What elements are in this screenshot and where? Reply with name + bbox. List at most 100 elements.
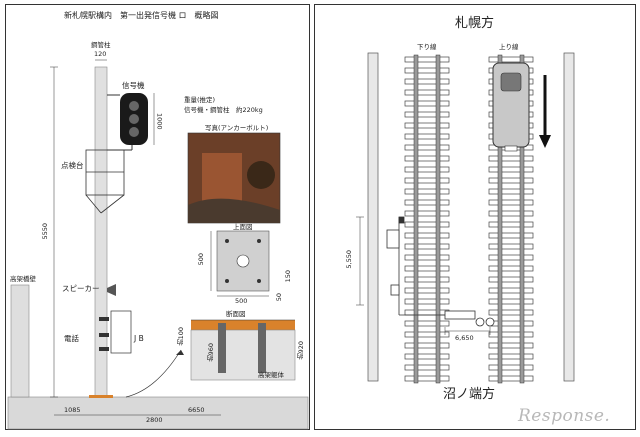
top-view-width-dim: 500 bbox=[235, 297, 248, 305]
sleeper bbox=[404, 155, 450, 162]
speaker-label: スピーカー bbox=[62, 284, 100, 293]
sleeper bbox=[404, 331, 450, 338]
sleeper bbox=[404, 56, 450, 63]
top-view-height-dim: 500 bbox=[197, 253, 205, 266]
wall-label: 高架橋壁 bbox=[10, 275, 36, 283]
train-car bbox=[492, 62, 530, 152]
dim-2800: 2800 bbox=[146, 416, 163, 424]
rail bbox=[519, 54, 525, 384]
down-track-label: 下り線 bbox=[417, 43, 437, 51]
platform-label: 点検台 bbox=[61, 161, 84, 170]
sleeper bbox=[404, 342, 450, 349]
response-watermark: Response. bbox=[518, 406, 611, 426]
viaduct-ground bbox=[7, 396, 309, 430]
sleeper bbox=[404, 67, 450, 74]
rail bbox=[497, 54, 503, 384]
sleeper bbox=[404, 364, 450, 371]
inspection-platform bbox=[85, 149, 125, 214]
section-960-dim: 約960 bbox=[207, 343, 215, 362]
sleeper bbox=[404, 320, 450, 327]
weight-title: 重量(推定) bbox=[184, 96, 216, 104]
right-diagram-panel: 札幌方 下り線 上り線 5,550 6,650 沼ノ端方 bbox=[314, 4, 636, 430]
section-920-dim: 約920 bbox=[297, 341, 305, 360]
sleeper bbox=[488, 232, 534, 239]
sleeper bbox=[404, 133, 450, 140]
sleeper bbox=[404, 243, 450, 250]
top-view-label: 上面図 bbox=[233, 223, 253, 231]
sleeper bbox=[404, 232, 450, 239]
vertical-dimension: 5,550 bbox=[345, 250, 353, 269]
sleeper bbox=[404, 254, 450, 261]
sleeper bbox=[488, 177, 534, 184]
sleeper bbox=[488, 276, 534, 283]
signal-lamp bbox=[129, 101, 139, 111]
sleeper bbox=[404, 177, 450, 184]
sleeper bbox=[404, 111, 450, 118]
rail bbox=[435, 54, 441, 384]
sleeper bbox=[404, 78, 450, 85]
sleeper bbox=[488, 210, 534, 217]
sleeper bbox=[404, 122, 450, 129]
sleeper bbox=[404, 210, 450, 217]
sleeper bbox=[488, 309, 534, 316]
sleeper bbox=[404, 188, 450, 195]
signal-label: 信号機 bbox=[122, 81, 145, 90]
sleeper bbox=[488, 353, 534, 360]
sleeper bbox=[488, 56, 534, 63]
left-diagram-panel: 新札幌駅構内 第一出発信号機 ロ 概略図 鋼管柱 120 信号機 1000 重量… bbox=[5, 4, 310, 430]
sleeper bbox=[404, 199, 450, 206]
sleeper bbox=[404, 309, 450, 316]
viaduct-wall bbox=[10, 284, 30, 398]
sleeper bbox=[404, 265, 450, 272]
sleeper bbox=[488, 155, 534, 162]
section-100-dim: 約100 bbox=[177, 327, 185, 346]
left-diagram-drawing bbox=[7, 59, 309, 430]
sleeper bbox=[404, 89, 450, 96]
phone-box bbox=[110, 310, 132, 354]
speaker-unit bbox=[107, 284, 116, 296]
pole-height-dim: 5550 bbox=[41, 223, 49, 240]
diagram-title: 新札幌駅構内 第一出発信号機 ロ 概略図 bbox=[64, 11, 219, 20]
weight-value: 信号機・鋼管柱 約220kg bbox=[184, 106, 263, 114]
sleeper bbox=[488, 298, 534, 305]
down-track bbox=[404, 54, 450, 384]
sleeper bbox=[488, 199, 534, 206]
signal-symbol bbox=[386, 216, 495, 327]
horizontal-dimension: 6,650 bbox=[455, 334, 474, 342]
dim-6650: 6650 bbox=[188, 406, 205, 414]
pipe-width-dim: 120 bbox=[94, 50, 107, 58]
sleeper bbox=[404, 100, 450, 107]
sleeper bbox=[404, 298, 450, 305]
right-wall bbox=[563, 52, 575, 382]
top-view-50-dim: 50 bbox=[275, 293, 283, 302]
sleeper bbox=[488, 364, 534, 371]
jb-label: J B bbox=[134, 334, 144, 343]
sleeper bbox=[404, 166, 450, 173]
track-layout-drawing bbox=[356, 52, 575, 384]
sleeper bbox=[488, 265, 534, 272]
signal-lamp bbox=[129, 127, 139, 137]
top-view-150-dim: 150 bbox=[284, 270, 292, 283]
sleeper bbox=[488, 243, 534, 250]
sleeper bbox=[488, 221, 534, 228]
sleeper bbox=[488, 342, 534, 349]
sleeper bbox=[488, 331, 534, 338]
rail bbox=[413, 54, 419, 384]
sleeper bbox=[404, 221, 450, 228]
sleeper bbox=[488, 287, 534, 294]
sleeper bbox=[404, 375, 450, 382]
photo-title: 写真(アンカーボルト) bbox=[205, 124, 269, 132]
section-body-label: 高架躯体 bbox=[258, 371, 284, 379]
signal-height-dim: 1000 bbox=[155, 113, 164, 130]
sleeper bbox=[404, 287, 450, 294]
up-track-label: 上り線 bbox=[499, 43, 519, 51]
section-label: 断面図 bbox=[226, 310, 246, 318]
signal-lamp bbox=[129, 114, 139, 124]
sleeper bbox=[488, 254, 534, 261]
sleeper bbox=[404, 353, 450, 360]
sleeper bbox=[404, 276, 450, 283]
sleeper bbox=[488, 320, 534, 327]
north-direction-label: 札幌方 bbox=[455, 16, 495, 31]
sleeper bbox=[488, 166, 534, 173]
pipe-label: 鋼管柱 bbox=[91, 41, 111, 49]
